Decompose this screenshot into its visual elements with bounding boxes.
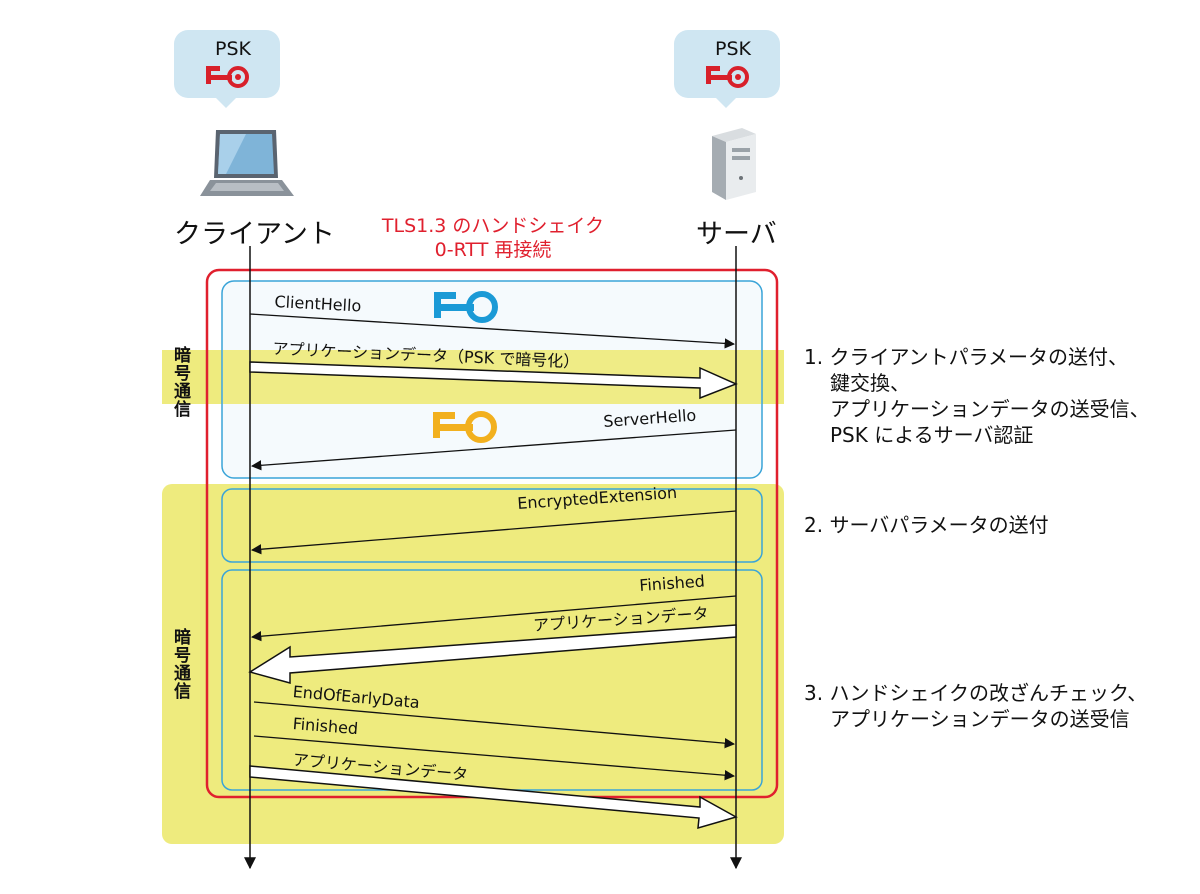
client-key-icon <box>434 291 498 323</box>
server-psk-key-icon <box>706 66 749 88</box>
step1-line3: アプリケーションデータの送受信、 <box>830 397 1150 421</box>
step3-description: 3. ハンドシェイクの改ざんチェック、 アプリケーションデータの送受信 <box>804 680 1147 732</box>
client-psk-bubble <box>174 30 280 108</box>
laptop-icon <box>200 130 294 196</box>
client-psk-key-icon <box>206 66 249 88</box>
server-psk-label: PSK <box>715 38 751 60</box>
diagram-title: TLS1.3 のハンドシェイク 0-RTT 再接続 <box>362 214 624 262</box>
arrow-app-data-client <box>249 765 738 830</box>
arrow-app-data-server <box>248 624 737 684</box>
step3-line2: アプリケーションデータの送受信 <box>830 707 1130 731</box>
arrow-server-hello <box>250 429 737 471</box>
arrow-app-data-psk <box>249 361 738 400</box>
step1-line1: 1. クライアントパラメータの送付、 <box>804 345 1129 369</box>
client-psk-label: PSK <box>215 38 251 60</box>
arrow-encrypted-extension <box>250 510 737 555</box>
server-label: サーバ <box>696 219 777 250</box>
encrypted-label-top: 暗号通信 <box>170 346 190 418</box>
encrypted-band-handshake <box>162 484 784 844</box>
server-key-icon <box>433 411 497 443</box>
arrow-end-of-early-data <box>253 701 736 749</box>
step2-description: 2. サーバパラメータの送付 <box>804 512 1049 538</box>
server-tower-icon <box>712 128 756 200</box>
arrow-client-hello <box>249 313 736 349</box>
step1-line2: 鍵交換、 <box>830 371 910 395</box>
phase2-box <box>221 488 763 563</box>
arrow-finished-server <box>250 595 737 642</box>
arrow-finished-client <box>253 735 736 781</box>
server-psk-bubble <box>674 30 780 108</box>
step3-line1: 3. ハンドシェイクの改ざんチェック、 <box>804 681 1148 705</box>
title-line2: 0-RTT 再接続 <box>434 239 552 261</box>
encrypted-label-bottom: 暗号通信 <box>170 628 190 700</box>
step1-line4: PSK によるサーバ認証 <box>830 423 1034 447</box>
step1-description: 1. クライアントパラメータの送付、 鍵交換、 アプリケーションデータの送受信、… <box>804 344 1150 448</box>
client-label: クライアント <box>174 219 335 250</box>
step2-line1: 2. サーバパラメータの送付 <box>804 513 1049 537</box>
title-line1: TLS1.3 のハンドシェイク <box>381 215 605 237</box>
